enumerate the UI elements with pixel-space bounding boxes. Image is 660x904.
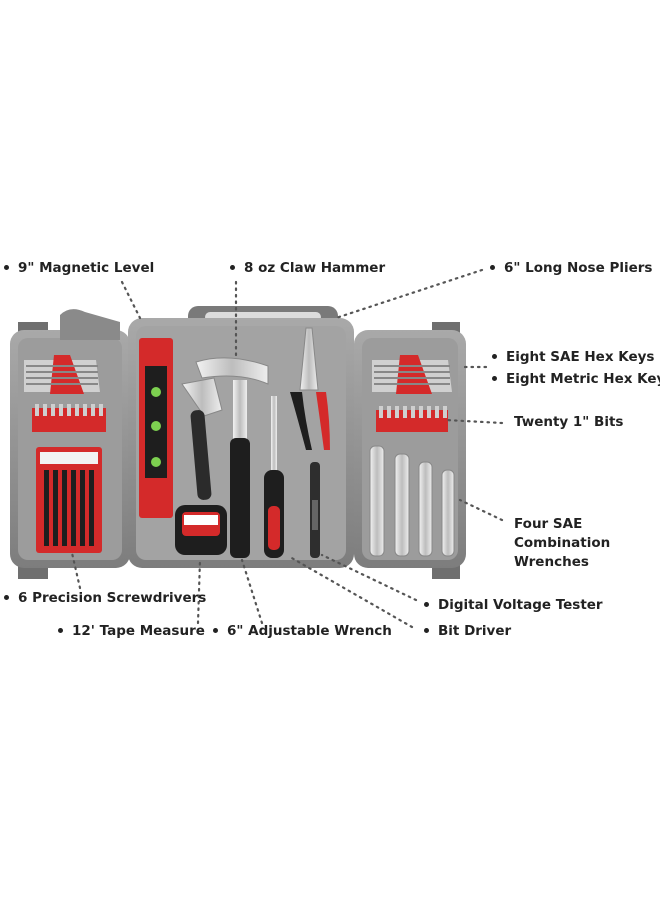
label-text-line-2: Combination	[514, 535, 611, 551]
label-text: 6" Long Nose Pliers	[504, 260, 653, 276]
bullet-icon	[4, 594, 9, 600]
hex-keys-left	[24, 355, 100, 394]
bullet-icon	[490, 264, 495, 270]
adjustable-wrench	[181, 377, 223, 500]
bullet-icon	[4, 264, 9, 270]
label-text: Eight Metric Hex Keys	[506, 371, 660, 387]
label-text: Eight SAE Hex Keys	[506, 349, 655, 365]
label-magnetic-level: 9" Magnetic Level	[4, 259, 154, 278]
bits-tray-left	[32, 404, 106, 432]
claw-hammer	[195, 357, 269, 558]
voltage-tester	[310, 462, 320, 558]
magnetic-level	[139, 338, 173, 518]
hex-keys-right	[372, 355, 452, 394]
leader-lines	[70, 268, 504, 629]
label-text: Twenty 1" Bits	[514, 414, 624, 430]
label-digital-voltage-tester: Digital Voltage Tester	[424, 596, 603, 615]
label-combination-wrenches: Four SAE Combination Wrenches	[514, 515, 624, 572]
label-text: 6 Precision Screwdrivers	[18, 590, 207, 606]
label-bit-driver: Bit Driver	[424, 622, 511, 641]
screwdriver	[264, 396, 284, 558]
label-text: 8 oz Claw Hammer	[244, 260, 386, 276]
label-long-nose-pliers: 6" Long Nose Pliers	[490, 259, 652, 278]
tape-measure	[175, 505, 227, 555]
bullet-icon	[492, 375, 497, 381]
bits-tray-right	[376, 406, 448, 432]
label-bits: Twenty 1" Bits	[514, 413, 623, 432]
bullet-icon	[492, 353, 497, 359]
label-sae-hex-keys: Eight SAE Hex Keys	[492, 348, 654, 367]
label-text-line-3: Wrenches	[514, 554, 589, 570]
label-text: Bit Driver	[438, 623, 512, 639]
long-nose-pliers	[290, 327, 330, 450]
bullet-icon	[424, 627, 429, 633]
label-tape-measure: 12' Tape Measure	[58, 622, 205, 641]
label-precision-screwdrivers: 6 Precision Screwdrivers	[4, 589, 206, 608]
bullet-icon	[58, 627, 63, 633]
bullet-icon	[230, 264, 235, 270]
label-metric-hex-keys: Eight Metric Hex Keys	[492, 370, 660, 389]
bullet-icon	[213, 627, 218, 633]
combination-wrenches	[369, 445, 455, 557]
label-adjustable-wrench: 6" Adjustable Wrench	[213, 622, 392, 641]
label-text: 12' Tape Measure	[72, 623, 205, 639]
precision-screwdrivers-case	[36, 447, 102, 553]
label-claw-hammer: 8 oz Claw Hammer	[230, 259, 385, 278]
label-text-line-1: Four SAE	[514, 516, 583, 532]
label-text: Digital Voltage Tester	[438, 597, 603, 613]
label-text: 9" Magnetic Level	[18, 260, 155, 276]
bullet-icon	[424, 601, 429, 607]
label-text: 6" Adjustable Wrench	[227, 623, 392, 639]
